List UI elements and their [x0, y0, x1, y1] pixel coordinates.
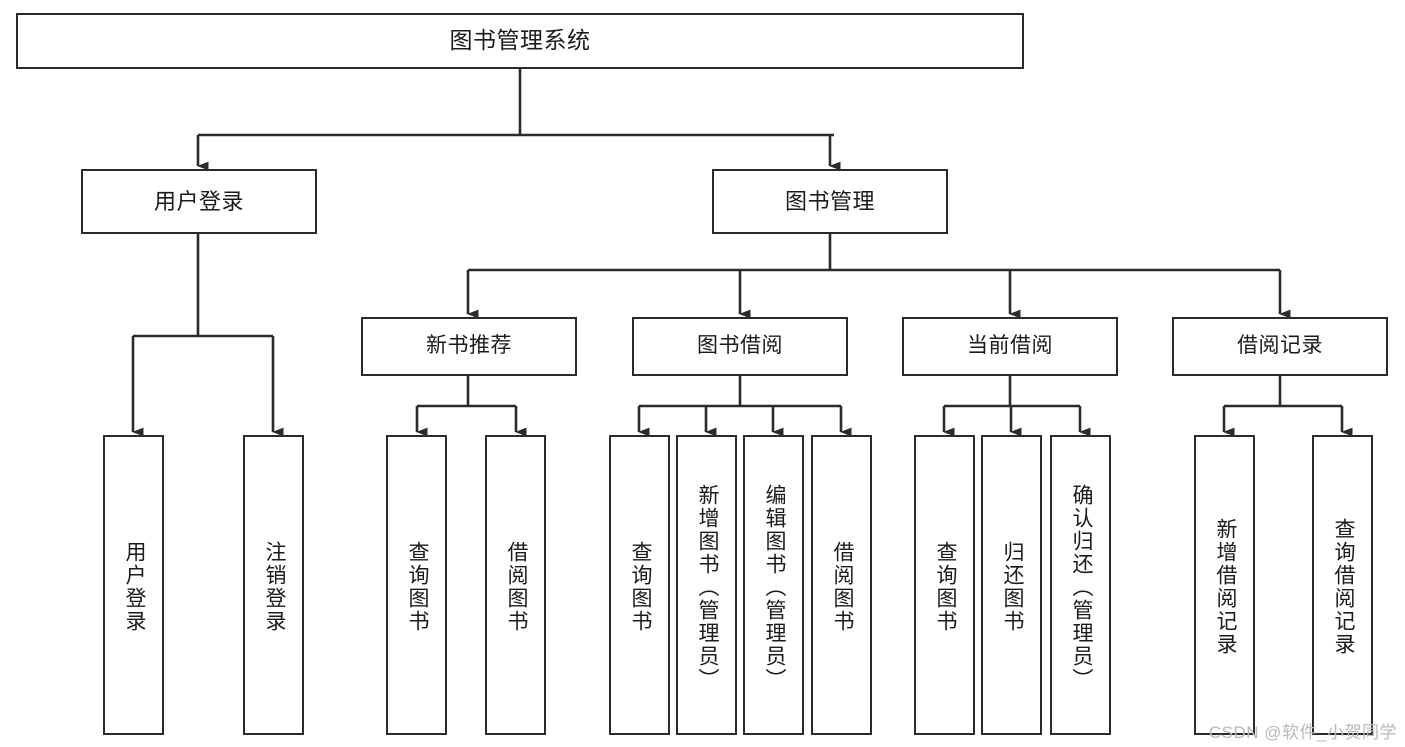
node-label: 图书借阅: [697, 334, 783, 358]
node-leaf-borrow-book-recommend[interactable]: 借阅图书: [485, 435, 546, 735]
watermark-text: CSDN @软件_小贺同学: [1208, 723, 1397, 742]
node-leaf-confirm-return[interactable]: 确认归还（管理员）: [1050, 435, 1111, 735]
node-book-borrow[interactable]: 图书借阅: [632, 317, 848, 376]
node-leaf-query-book-recommend[interactable]: 查询图书: [386, 435, 447, 735]
node-label: 查询图书: [933, 541, 957, 633]
node-borrow-record[interactable]: 借阅记录: [1172, 317, 1388, 376]
node-label: 查询图书: [628, 541, 652, 633]
node-label: 借阅图书: [830, 541, 854, 633]
node-book-management-system[interactable]: 图书管理系统: [16, 13, 1024, 69]
node-leaf-query-book-borrow[interactable]: 查询图书: [609, 435, 670, 735]
node-leaf-add-borrow-record[interactable]: 新增借阅记录: [1194, 435, 1255, 735]
node-label: 新书推荐: [426, 334, 512, 358]
node-leaf-edit-book[interactable]: 编辑图书（管理员）: [743, 435, 804, 735]
node-leaf-borrow-book[interactable]: 借阅图书: [811, 435, 872, 735]
node-label: 新增借阅记录: [1213, 518, 1237, 656]
node-label: 归还图书: [1000, 541, 1024, 633]
node-leaf-query-book-current[interactable]: 查询图书: [914, 435, 975, 735]
node-book-management[interactable]: 图书管理: [712, 169, 948, 234]
node-new-book-recommend[interactable]: 新书推荐: [361, 317, 577, 376]
node-label: 借阅记录: [1237, 334, 1323, 358]
node-current-borrow[interactable]: 当前借阅: [902, 317, 1118, 376]
node-label: 当前借阅: [967, 334, 1053, 358]
node-label: 图书管理系统: [449, 27, 591, 54]
node-leaf-add-book[interactable]: 新增图书（管理员）: [676, 435, 737, 735]
node-label: 用户登录: [122, 541, 146, 633]
node-label: 注销登录: [262, 541, 286, 633]
node-label: 新增图书（管理员）: [695, 483, 719, 691]
node-label: 查询借阅记录: [1331, 518, 1355, 656]
node-label: 借阅图书: [504, 541, 528, 633]
node-label: 用户登录: [153, 188, 244, 214]
node-leaf-query-borrow-record[interactable]: 查询借阅记录: [1312, 435, 1373, 735]
node-label: 查询图书: [405, 541, 429, 633]
node-leaf-user-login[interactable]: 用户登录: [103, 435, 164, 735]
node-user-login[interactable]: 用户登录: [81, 169, 317, 234]
node-label: 编辑图书（管理员）: [762, 483, 786, 691]
node-label: 图书管理: [784, 188, 875, 214]
node-leaf-logout[interactable]: 注销登录: [243, 435, 304, 735]
node-label: 确认归还（管理员）: [1069, 483, 1093, 691]
node-leaf-return-book[interactable]: 归还图书: [981, 435, 1042, 735]
